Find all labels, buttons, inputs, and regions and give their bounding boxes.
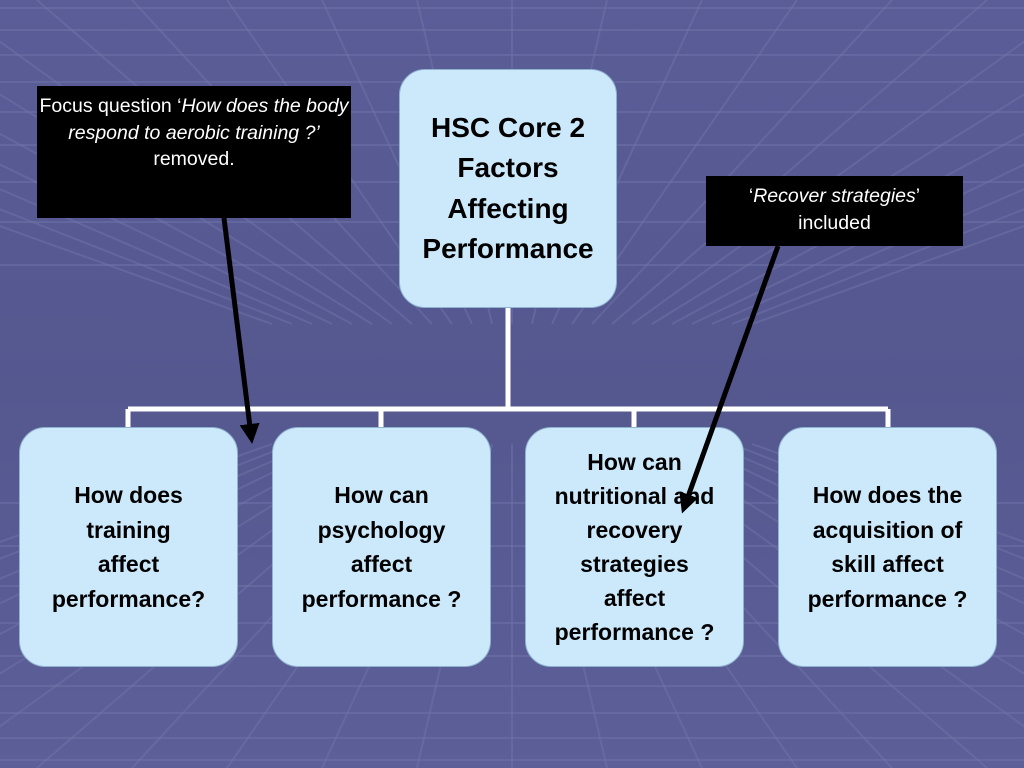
focus-question-removed-note: Focus question ‘How does the body respon… <box>37 86 351 218</box>
child-node-label: How can psychology affect performance ? <box>301 482 462 612</box>
root-node: HSC Core 2 Factors Affecting Performance <box>399 69 617 308</box>
child-node-skill-acquisition: How does the acquisition of skill affect… <box>778 427 997 667</box>
note-open-quote: ‘ <box>748 185 754 207</box>
note-close-quote: ’ <box>915 185 921 207</box>
child-node-psychology: How can psychology affect performance ? <box>272 427 491 667</box>
grid-line <box>751 225 1024 325</box>
grid-line <box>0 188 313 325</box>
grid-line <box>0 163 333 325</box>
grid-line <box>691 163 1024 325</box>
recover-strategies-included-note: ‘Recover strategies’ included <box>706 176 963 246</box>
grid-line <box>0 225 273 325</box>
note-prefix: Focus question ‘ <box>39 95 182 117</box>
child-node-label: How does training affect performance? <box>51 482 206 612</box>
note-suffix: included <box>798 211 871 234</box>
note-italic-question: How does the body respond to aerobic tra… <box>68 95 349 144</box>
grid-line <box>711 188 1024 325</box>
root-node-label: HSC Core 2 Factors Affecting Performance <box>422 112 594 264</box>
note-suffix: removed. <box>153 148 235 171</box>
child-node-training: How does training affect performance? <box>19 427 238 667</box>
grid-line <box>0 208 293 325</box>
child-node-nutrition-recovery: How can nutritional and recovery strateg… <box>525 427 744 667</box>
grid-line <box>731 208 1024 325</box>
child-node-label: How does the acquisition of skill affect… <box>807 482 968 612</box>
note-italic-topic: Recover strategies <box>753 185 916 207</box>
child-node-label: How can nutritional and recovery strateg… <box>554 448 715 646</box>
